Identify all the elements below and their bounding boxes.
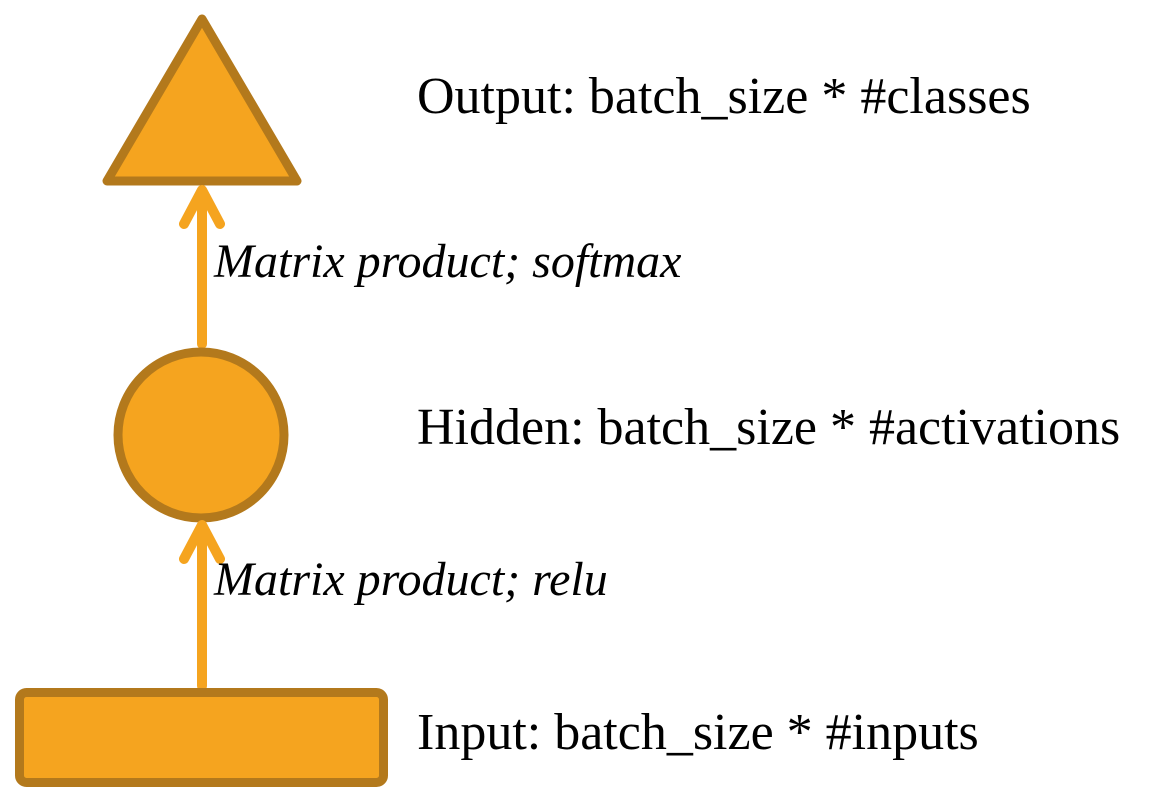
hidden-label: Hidden: batch_size * #activations	[417, 399, 1121, 456]
output-label: Output: batch_size * #classes	[417, 68, 1031, 125]
edge-label-softmax: Matrix product; softmax	[214, 235, 682, 288]
input-label: Input: batch_size * #inputs	[417, 704, 979, 761]
arrow-input-to-hidden-icon	[179, 520, 225, 691]
hidden-circle-shape	[113, 347, 289, 523]
edge-label-relu: Matrix product; relu	[214, 553, 608, 606]
arrow-hidden-to-output-icon	[179, 185, 225, 349]
input-rectangle-shape	[15, 688, 388, 787]
output-triangle-shape	[102, 14, 302, 186]
